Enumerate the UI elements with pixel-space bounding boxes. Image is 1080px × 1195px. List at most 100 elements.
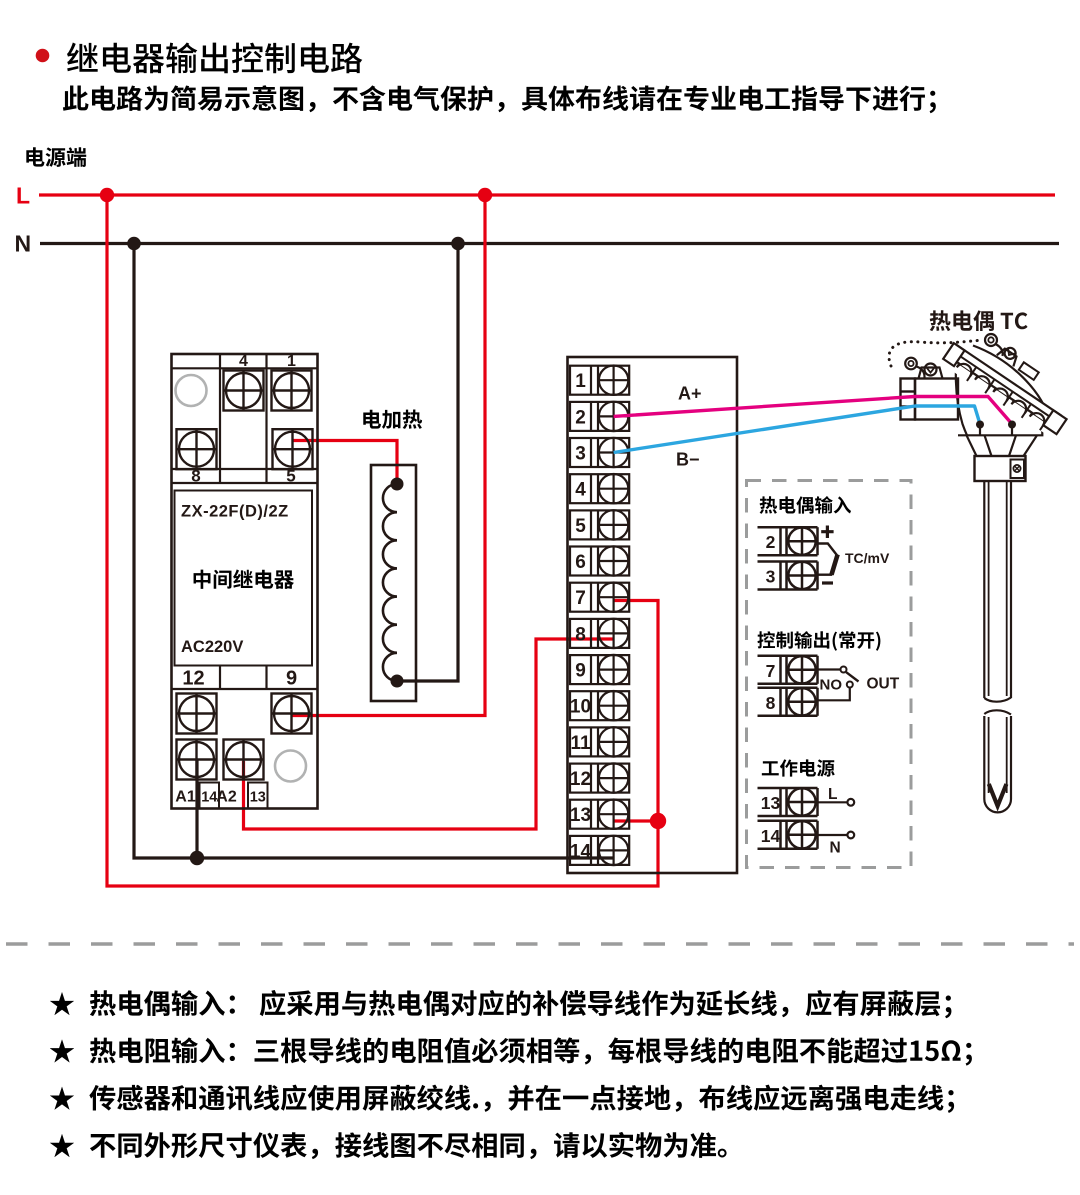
relay-terminal-1: 1 (287, 353, 296, 370)
strip-terminal-5: 5 (575, 516, 586, 537)
notes (49, 989, 972, 1160)
relay-outline (170, 352, 319, 810)
tc-bracket-lower (829, 553, 840, 576)
wire-n-to-terminal14 (132, 243, 614, 860)
star-icon (49, 1086, 75, 1110)
tc-node-plus (1008, 420, 1016, 429)
relay-terminal-4: 4 (239, 353, 248, 370)
relay-voltage: AC220V (181, 638, 243, 656)
note-row (49, 989, 952, 1019)
neutral-label: N (15, 231, 32, 257)
cap-end-left (941, 341, 967, 368)
strip-terminal-14: 14 (570, 841, 592, 862)
cap-screw-bracket-icon (996, 346, 1018, 367)
header (35, 42, 936, 114)
power-terminal-label (26, 147, 87, 167)
legend-terminal-2: 2 (766, 532, 776, 552)
page-title (66, 42, 363, 74)
legend-terminal-13: 13 (761, 793, 781, 813)
neck-screw-slot (1014, 465, 1020, 472)
head-funnel (965, 434, 1038, 457)
strip-terminal-8: 8 (575, 624, 586, 645)
relay-terminal-9: 9 (286, 668, 297, 690)
relay-mount-hole-top (174, 373, 208, 408)
label-b-minus: B− (676, 450, 700, 470)
strip-terminal-2: 2 (575, 407, 586, 428)
probe-lower (983, 716, 1013, 814)
title-bullet-icon (35, 48, 50, 63)
heater-label (363, 409, 423, 429)
junction-n-left (127, 236, 141, 251)
strip-terminal-9: 9 (575, 661, 586, 682)
live-wires (105, 195, 660, 888)
probe-neck (973, 454, 1027, 483)
note-text (89, 989, 952, 1019)
wire-l-to-relay9 (292, 195, 487, 718)
star-icon (49, 992, 75, 1016)
strip-terminal-6: 6 (575, 552, 586, 573)
junction-terminal13 (649, 812, 667, 830)
strip-terminal-10: 10 (570, 697, 591, 718)
wire-tc-minus (613, 404, 982, 455)
heater (363, 409, 423, 703)
switch-blade (845, 671, 860, 683)
heater-node-top (390, 477, 404, 491)
junction-l-left (99, 187, 115, 203)
wire-relayA2-to-terminal8 (241, 637, 614, 831)
junction-l-right (477, 187, 493, 203)
legend-power-title (761, 759, 835, 777)
legend-tc-signal: TC/mV (845, 550, 890, 566)
neck-plate (1009, 458, 1025, 479)
relay-terminal-14: 14 (201, 790, 217, 806)
wire-relay5-to-heater (292, 438, 399, 484)
heater-coil (381, 482, 398, 683)
plus-icon (821, 525, 834, 538)
relay-label-box-14 (198, 781, 220, 810)
strip-terminal-7: 7 (575, 588, 586, 609)
instrument: 1 2 3 4 5 6 7 8 9 10 11 12 13 14 A+ B− (566, 355, 739, 875)
page-subtitle (62, 85, 936, 114)
thermocouple (887, 310, 1069, 814)
lanyard-dotted-icon (887, 338, 985, 368)
strip-terminal-3: 3 (575, 444, 586, 465)
strip-terminal-11: 11 (570, 733, 591, 754)
probe-lower-inner (987, 717, 1008, 793)
cap (941, 341, 1069, 437)
note-row (49, 1084, 955, 1113)
junction-n-right (451, 236, 465, 251)
relay-label-box-13 (247, 781, 269, 810)
star-icon (49, 1134, 75, 1158)
legend-ctrl-output-title (757, 631, 881, 651)
legend-outline (745, 479, 913, 869)
note-text (89, 1084, 955, 1113)
power-pigtails (817, 797, 856, 840)
star-icon (49, 1039, 75, 1063)
relay-terminal-13: 13 (250, 790, 266, 806)
relay-body-outline (173, 489, 313, 667)
note-text (89, 1131, 727, 1160)
probe-upper (983, 481, 1013, 698)
strip-terminal-13: 13 (570, 805, 591, 826)
thermocouple-label (929, 310, 1028, 332)
relay-model: ZX-22F(D)/2Z (181, 503, 289, 521)
strip-terminal-4: 4 (575, 480, 586, 501)
legend-out-label: OUT (867, 676, 900, 693)
relay-terminal-a2: A2 (216, 789, 237, 806)
junction-neutral-a1 (189, 850, 205, 866)
relay-terminal-8: 8 (191, 467, 200, 486)
wire-tc-plus (613, 394, 1014, 426)
strip-terminal-1: 1 (575, 371, 586, 392)
note-row (49, 1131, 727, 1160)
legend-l-label: L (828, 786, 837, 803)
wire-l-to-terminal7 (105, 195, 660, 888)
relay-name (193, 569, 294, 589)
instrument-outline (566, 355, 739, 875)
tc-node-minus (976, 420, 984, 429)
eye-screw-left-icon (904, 356, 926, 379)
power-rails: L N (15, 147, 1059, 257)
wire-heater-to-n (397, 243, 460, 683)
junction-dots (99, 187, 667, 866)
legend-box: 2 3 TC/mV 7 8 NO OUT 13 14 L N (745, 479, 913, 869)
junction-v-mark (986, 783, 1009, 812)
